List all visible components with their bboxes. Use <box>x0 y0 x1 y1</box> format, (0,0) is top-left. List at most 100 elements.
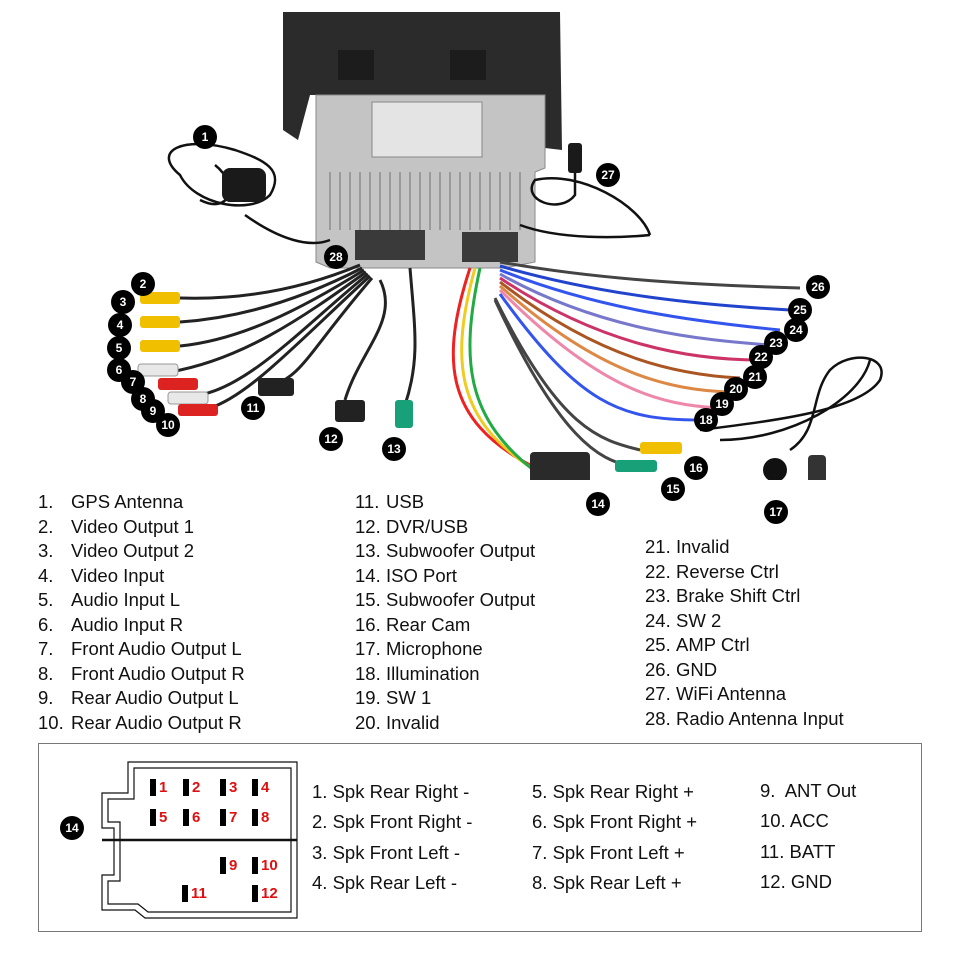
connector-block-right <box>462 232 518 262</box>
legend-item: 7.Front Audio Output L <box>38 638 242 659</box>
screen-panel <box>283 12 562 150</box>
badge-10: 10 <box>156 413 180 437</box>
iso-pin-10: 10 <box>252 857 278 874</box>
iso-item: 11. BATT <box>760 840 836 862</box>
badge-1: 1 <box>193 125 217 149</box>
iso-item: 3. Spk Front Left - <box>312 841 461 863</box>
badge-11: 11 <box>241 396 265 420</box>
iso-list-col3: 9. ANT Out 10. ACC 11. BATT 12. GND <box>760 776 856 897</box>
legend-item: 18.Illumination <box>355 662 480 684</box>
legend-item: 13.Subwoofer Output <box>355 540 536 561</box>
badge-5: 5 <box>107 336 131 360</box>
microphone-clip <box>808 455 826 480</box>
rear-cam-plug <box>640 442 682 454</box>
badge-4: 4 <box>108 313 132 337</box>
badge-24: 24 <box>784 318 808 342</box>
iso-item: 12. GND <box>760 870 832 892</box>
legend-item: 20.Invalid <box>355 711 440 733</box>
spec-label <box>371 101 483 158</box>
legend-item: 22.Reverse Ctrl <box>645 560 779 582</box>
gps-puck <box>222 168 266 202</box>
legend-item: 16.Rear Cam <box>355 613 471 635</box>
badge-25: 25 <box>788 298 812 322</box>
legend-item: 23.Brake Shift Ctrl <box>645 585 801 606</box>
wiring-photo <box>137 12 883 480</box>
wifi-antenna-tip <box>568 143 582 173</box>
iso-pin-9: 9 <box>220 857 237 874</box>
badge-26: 26 <box>806 275 830 299</box>
badge-22: 22 <box>749 345 773 369</box>
iso-item: 2. Spk Front Right - <box>312 811 473 833</box>
heatsink-fins <box>329 172 521 230</box>
legend-item: 8.Front Audio Output R <box>38 662 245 684</box>
badge-23: 23 <box>764 331 788 355</box>
legend-item: 3.Video Output 2 <box>38 540 195 561</box>
legend-middle: 11.USB 12.DVR/USB 13.Subwoofer Output 14… <box>355 490 535 735</box>
rca-plugs <box>137 292 413 428</box>
iso-item: 6. Spk Front Right + <box>532 811 698 833</box>
iso-pin-12: 12 <box>252 885 278 902</box>
iso-item: 9. ANT Out <box>760 780 857 801</box>
iso-item: 5. Spk Rear Right + <box>532 781 694 802</box>
legend-item: 27.WiFi Antenna <box>645 683 787 704</box>
legend-item: 5.Audio Input L <box>38 589 181 610</box>
iso-pinout-box <box>38 743 922 932</box>
iso-pin-3: 3 <box>220 779 237 796</box>
iso-pin-2: 2 <box>183 779 200 796</box>
iso-pin-11: 11 <box>182 885 207 902</box>
legend-item: 4.Video Input <box>38 564 165 586</box>
iso-pin-7: 7 <box>220 809 237 826</box>
legend-item: 28.Radio Antenna Input <box>645 707 844 729</box>
microphone-head <box>763 458 787 480</box>
legend-item: 17.Microphone <box>355 638 483 659</box>
badge-21: 21 <box>743 365 767 389</box>
iso-item: 1. Spk Rear Right - <box>312 781 470 802</box>
legend-item: 12.DVR/USB <box>355 515 469 537</box>
microphone-cable <box>699 356 883 452</box>
iso-item: 8. Spk Rear Left + <box>532 871 682 893</box>
badge-16: 16 <box>684 456 708 480</box>
legend-item: 15.Subwoofer Output <box>355 589 536 610</box>
legend-item: 11.USB <box>355 491 425 512</box>
rca-bundle <box>169 263 417 410</box>
iso-badge: 14 <box>60 816 84 840</box>
iso-pin-8: 8 <box>252 809 269 826</box>
badge-12: 12 <box>319 427 343 451</box>
badge-14: 14 <box>586 492 610 516</box>
legend-left: 1.GPS Antenna 2.Video Output 1 3.Video O… <box>38 490 245 735</box>
iso-item: 7. Spk Front Left + <box>532 841 685 863</box>
iso-pin-6: 6 <box>183 809 200 826</box>
screen-bracket-left <box>338 50 374 80</box>
badge-2: 2 <box>131 272 155 296</box>
iso-pin-5: 5 <box>150 809 167 826</box>
iso-list-col2: 5. Spk Rear Right + 6. Spk Front Right +… <box>532 777 697 898</box>
badge-17: 17 <box>764 500 788 524</box>
iso-pin-4: 4 <box>252 779 269 796</box>
legend-item: 14.ISO Port <box>355 564 457 586</box>
badge-15: 15 <box>661 477 685 501</box>
badge-3: 3 <box>111 290 135 314</box>
sub-plug <box>615 460 657 472</box>
legend-item: 26.GND <box>645 658 718 680</box>
legend-item: 6.Audio Input R <box>38 613 184 635</box>
iso-item: 10. ACC <box>760 810 829 832</box>
legend-item: 19.SW 1 <box>355 687 432 708</box>
legend-item: 2.Video Output 1 <box>38 515 195 537</box>
legend-item: 1.GPS Antenna <box>38 491 184 512</box>
legend-item: 9.Rear Audio Output L <box>38 687 239 708</box>
legend-right: 21.Invalid 22.Reverse Ctrl 23.Brake Shif… <box>645 535 844 731</box>
legend-item: 10.Rear Audio Output R <box>38 711 242 733</box>
badge-13: 13 <box>382 437 406 461</box>
wifi-antenna <box>519 148 652 239</box>
legend-item: 24.SW 2 <box>645 609 722 631</box>
iso-pin-1: 1 <box>150 779 167 796</box>
connector-block-left <box>355 230 425 260</box>
badge-27: 27 <box>596 163 620 187</box>
iso-plug <box>530 452 590 480</box>
badge-28: 28 <box>324 245 348 269</box>
iso-item: 4. Spk Rear Left - <box>312 871 457 893</box>
iso-list-col1: 1. Spk Rear Right - 2. Spk Front Right -… <box>312 777 472 898</box>
badge-18: 18 <box>694 408 718 432</box>
iso-connector-outline <box>101 761 298 919</box>
legend-item: 25.AMP Ctrl <box>645 634 750 655</box>
